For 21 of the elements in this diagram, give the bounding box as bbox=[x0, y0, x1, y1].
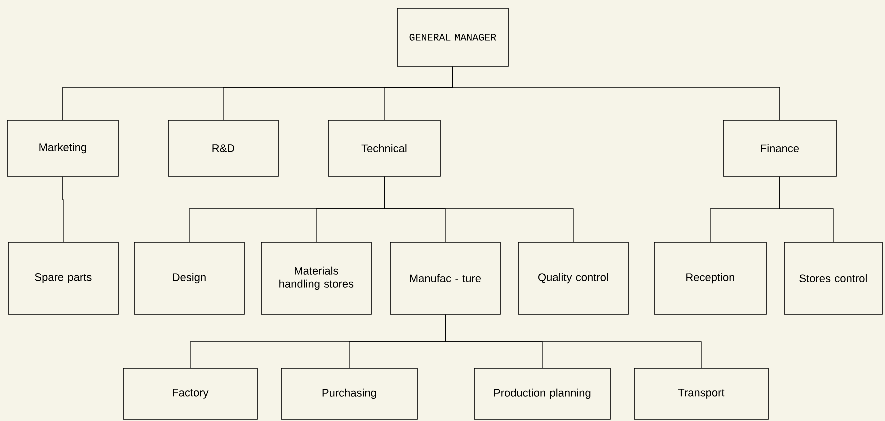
org-box: Technical bbox=[328, 120, 441, 177]
connector-line bbox=[384, 176, 574, 242]
org-box: Purchasing bbox=[281, 368, 418, 420]
org-box: Marketing bbox=[7, 120, 119, 177]
org-box: Reception bbox=[654, 242, 767, 315]
org-box: Production planning bbox=[474, 368, 611, 420]
org-box: Manufac - ture bbox=[390, 242, 501, 315]
org-box: Spare parts bbox=[8, 242, 119, 315]
connector-line bbox=[780, 176, 834, 242]
org-box: Transport bbox=[634, 368, 769, 420]
org-box: R&D bbox=[168, 120, 279, 177]
org-box: Design bbox=[134, 242, 245, 315]
connector-line bbox=[452, 66, 780, 120]
org-box: Quality control bbox=[518, 242, 629, 315]
connector-line bbox=[445, 314, 702, 368]
org-box: Stores control bbox=[784, 242, 883, 315]
org-box: Finance bbox=[723, 120, 837, 177]
connector-line bbox=[62, 176, 64, 242]
org-box: Factory bbox=[123, 368, 258, 420]
org-box: GENERAL MANAGER bbox=[397, 8, 509, 67]
org-box: Materials handling stores bbox=[261, 242, 372, 315]
